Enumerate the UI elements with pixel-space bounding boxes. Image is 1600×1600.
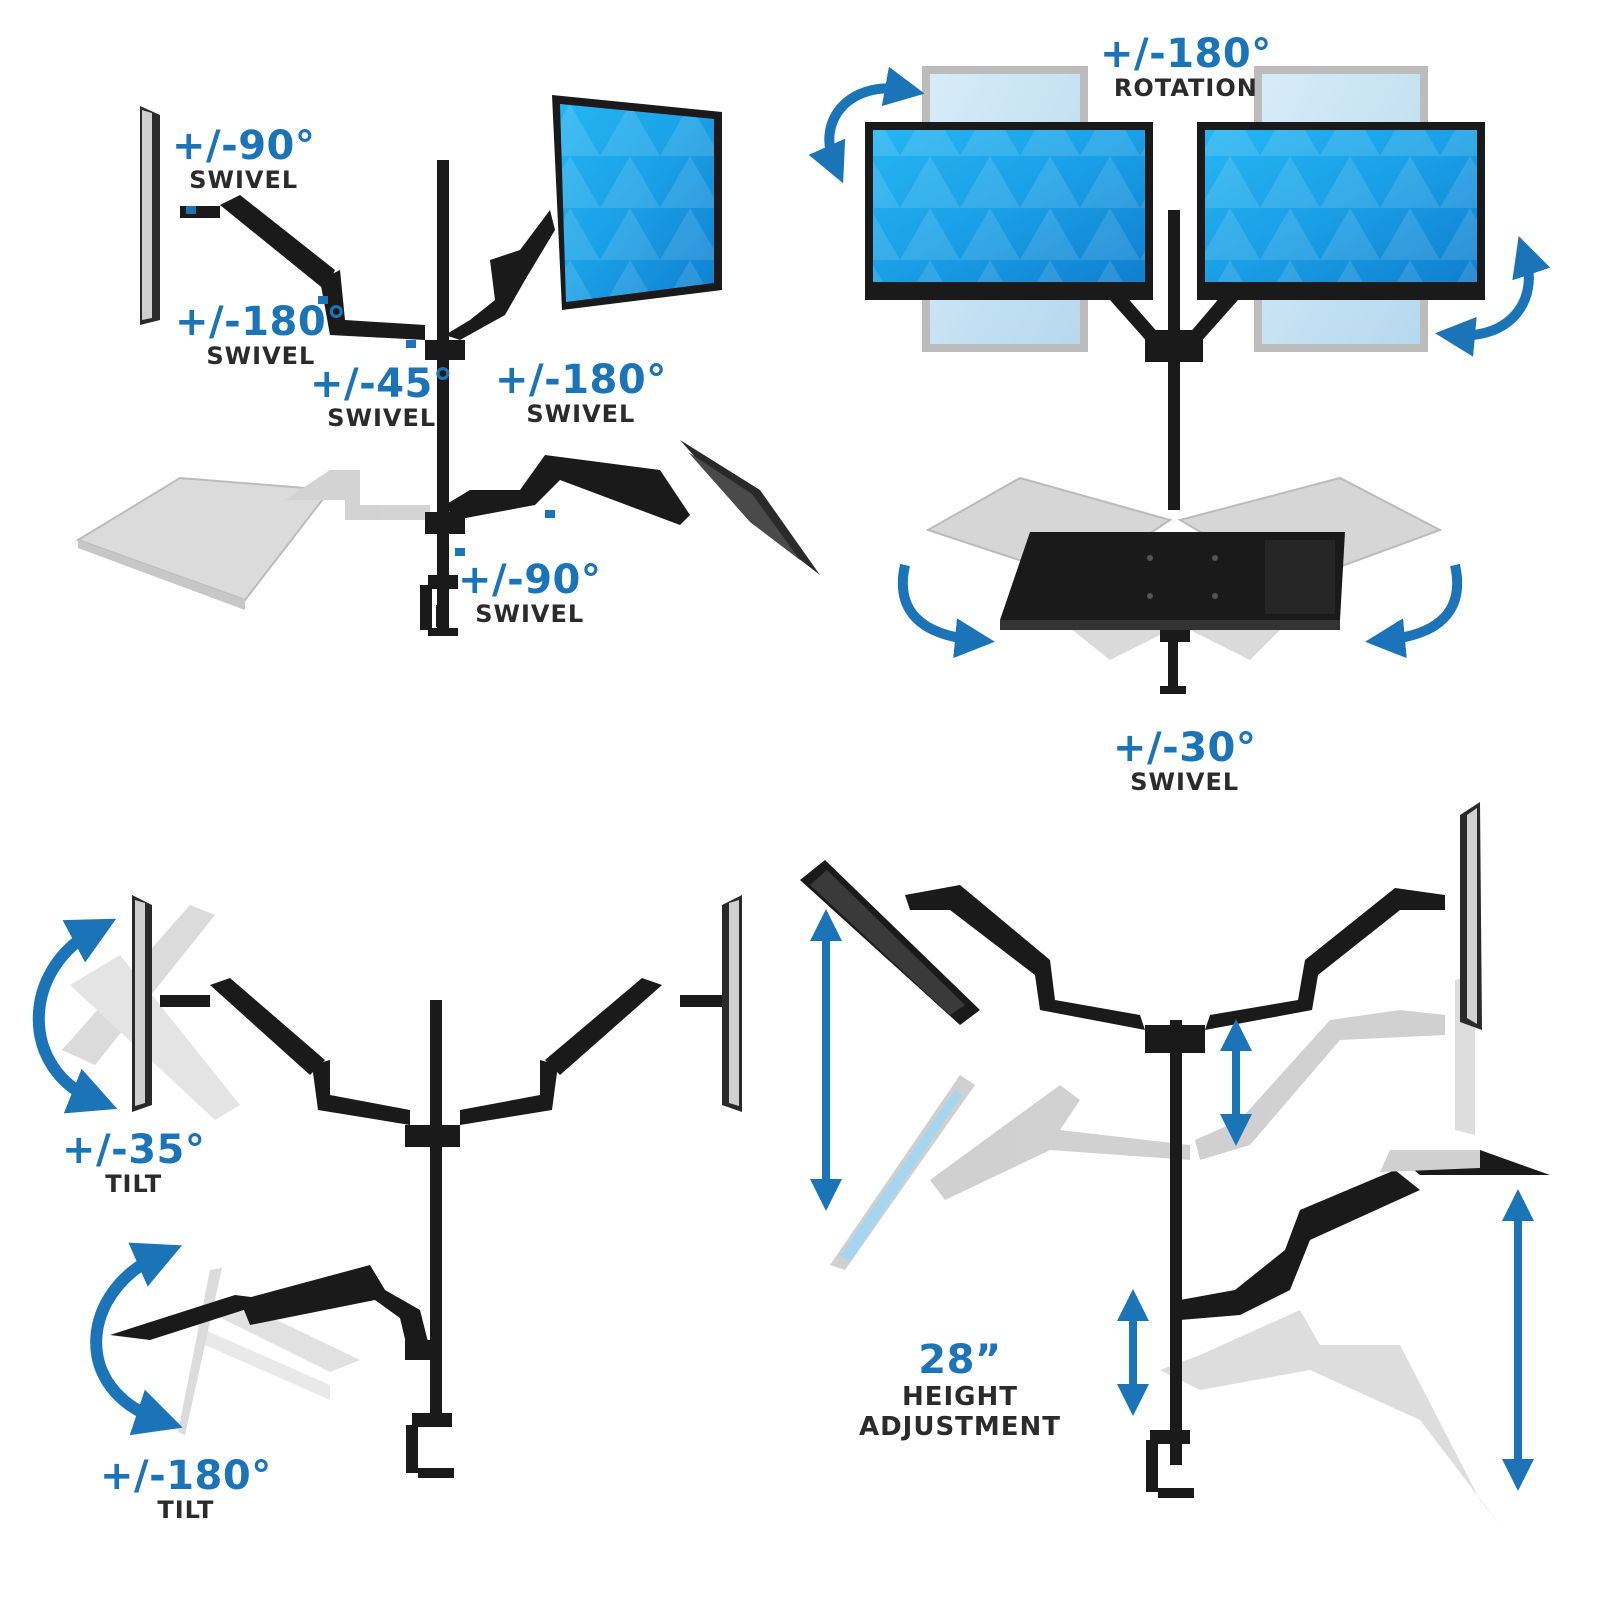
swivel-marker [318, 296, 328, 304]
ghost-lower-configuration [830, 975, 1500, 1525]
landscape-monitor-left [865, 122, 1153, 300]
mount-pole [430, 1000, 442, 1415]
keyboard-arm [240, 1265, 440, 1360]
label-value: +/-30° [1113, 725, 1257, 771]
height-value: 28” [918, 1337, 1002, 1383]
label-value: +/-180° [495, 357, 667, 403]
tilt-arrow-top [32, 918, 118, 1114]
desk-clamp [1146, 1430, 1194, 1498]
side-keyboard-tray [680, 440, 820, 575]
tilt-label-180: +/-180° TILT [100, 1456, 272, 1522]
desk-clamp [420, 575, 458, 636]
top-left-panel [75, 95, 820, 636]
label-value: +/-180° [100, 1453, 272, 1499]
left-monitor-side [132, 895, 152, 1112]
landscape-monitor-right [1197, 122, 1485, 300]
dual-monitor-arms [160, 978, 722, 1125]
label-caption: SWIVEL [189, 166, 299, 194]
swivel-marker [545, 510, 555, 518]
tilted-monitor-top [800, 860, 980, 1025]
desk-clamp [406, 1413, 454, 1478]
label-caption: SWIVEL [526, 400, 636, 428]
top-right-panel [808, 66, 1551, 694]
label-value: +/-180° [175, 299, 347, 345]
bottom-right-panel [800, 802, 1550, 1525]
desk-clamp [1160, 630, 1190, 694]
keyboard-arm [1180, 1170, 1420, 1320]
swivel-label-30: +/-30° SWIVEL [1113, 728, 1256, 794]
label-caption: ROTATION [1113, 74, 1258, 102]
tilt-label-35: +/-35° TILT [62, 1130, 205, 1196]
keyboard-tray [1380, 1150, 1550, 1175]
swivel-label-90-top: +/-90° SWIVEL [172, 126, 315, 192]
upper-arms [905, 885, 1445, 1030]
swivel-label-180-left: +/-180° SWIVEL [175, 302, 347, 368]
ghost-keyboard-tray [75, 470, 430, 610]
label-caption: SWIVEL [1130, 768, 1240, 796]
left-monitor-side [140, 106, 160, 325]
swivel-arrow-left [897, 563, 995, 659]
height-adjustment-label: 28” HEIGHT ADJUSTMENT [855, 1340, 1065, 1440]
label-caption: SWIVEL [327, 404, 437, 432]
right-monitor-side [722, 895, 742, 1112]
height-caption-line2: ADJUSTMENT [858, 1412, 1062, 1442]
tilt-arrow-bottom [90, 1242, 183, 1436]
swivel-label-90-bottom: +/-90° SWIVEL [458, 560, 601, 626]
swivel-arrow-right [1365, 563, 1463, 659]
mount-pole [1170, 1020, 1182, 1465]
right-upper-arm [445, 210, 555, 340]
label-value: +/-180° [1100, 31, 1272, 77]
height-caption-line1: HEIGHT [901, 1382, 1019, 1412]
right-monitor-side [1460, 802, 1482, 1030]
label-caption: TILT [105, 1170, 163, 1198]
rotation-arrow-right [1435, 236, 1551, 357]
label-caption: SWIVEL [475, 600, 585, 628]
keyboard-tray [1000, 532, 1345, 630]
swivel-label-180-right: +/-180° SWIVEL [495, 360, 667, 426]
label-value: +/-45° [310, 361, 454, 407]
swivel-marker [455, 548, 465, 556]
label-caption: SWIVEL [206, 342, 316, 370]
swivel-label-45: +/-45° SWIVEL [310, 364, 453, 430]
swivel-marker [186, 206, 196, 214]
rotation-arrow-left [808, 66, 925, 184]
label-value: +/-90° [458, 557, 602, 603]
lower-right-arm [445, 455, 690, 525]
swivel-marker [406, 340, 416, 348]
label-value: +/-35° [62, 1127, 206, 1173]
dual-arms [1110, 295, 1238, 362]
rotation-label: +/-180° ROTATION [1100, 34, 1272, 100]
label-value: +/-90° [172, 123, 316, 169]
right-upper-monitor [552, 95, 722, 310]
bottom-left-panel [32, 895, 742, 1478]
label-caption: TILT [157, 1496, 215, 1524]
